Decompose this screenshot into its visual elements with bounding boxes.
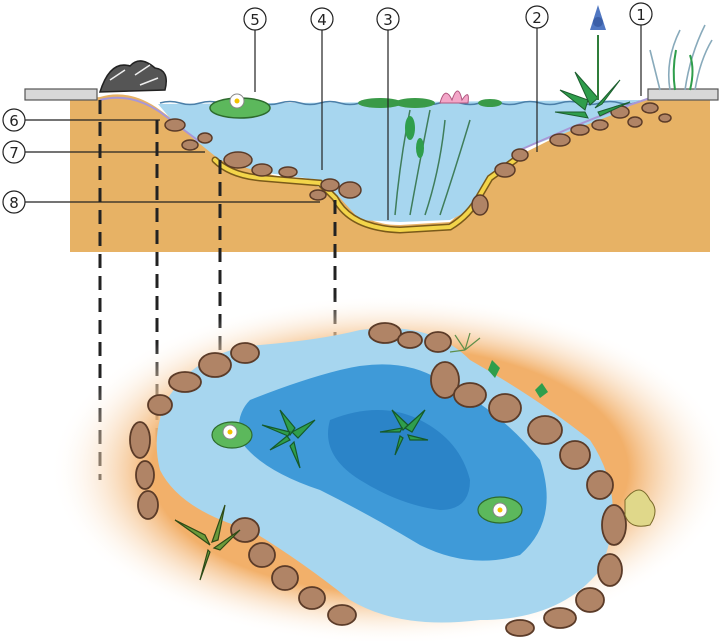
callout-2: 2 (525, 5, 549, 29)
plan-view (50, 295, 720, 641)
ornamental-grass (649, 24, 713, 91)
callout-5: 5 (243, 7, 267, 31)
plan-lily-left (211, 421, 253, 449)
bank-plant-top (449, 332, 481, 353)
svg-text:6: 6 (9, 112, 19, 130)
svg-text:1: 1 (636, 6, 646, 24)
submerged-leaf (416, 138, 424, 158)
bank-plant-small-green (535, 383, 548, 398)
floating-leaf (478, 99, 502, 107)
marginal-plant (554, 71, 631, 119)
pond-liner-fill (213, 158, 517, 233)
bank-plant-bottom-left (174, 504, 241, 581)
svg-text:2: 2 (532, 9, 542, 27)
cross-section: 1 2 3 4 5 6 7 8 (2, 2, 719, 252)
ornamental-grass-green (672, 49, 694, 91)
paving-slab-right (647, 88, 719, 101)
water-lily-5 (209, 93, 271, 119)
plan-water-deepest (328, 410, 470, 510)
bank-plant-right (624, 489, 656, 527)
paving-slab-left (24, 88, 98, 101)
svg-text:4: 4 (317, 11, 327, 29)
iris-flower (590, 5, 606, 100)
plan-lily-right (477, 496, 523, 524)
edge-fleece-left (99, 96, 201, 143)
plan-plant-middle (379, 409, 429, 456)
callout-3: 3 (376, 7, 400, 31)
slope-stones (164, 102, 672, 216)
callout-7: 7 (2, 140, 26, 164)
soil-body (70, 94, 710, 252)
floating-leaf (395, 98, 435, 108)
leader-lines (22, 25, 642, 220)
svg-text:7: 7 (9, 144, 19, 162)
submerged-leaf (405, 116, 415, 140)
callout-8: 8 (2, 190, 26, 214)
floating-leaf (358, 98, 402, 108)
svg-text:8: 8 (9, 194, 19, 212)
lotus-flower (439, 90, 469, 104)
callout-4: 4 (310, 7, 334, 31)
bank-shrub (98, 60, 167, 93)
plan-plant-left (261, 409, 316, 469)
callout-6: 6 (2, 108, 26, 132)
callout-1: 1 (629, 2, 653, 26)
edge-fleece-right (519, 97, 651, 151)
bank-plant-small-green (488, 360, 500, 378)
svg-text:3: 3 (383, 11, 393, 29)
svg-text:5: 5 (250, 11, 260, 29)
pond-water (158, 100, 640, 222)
border-stones (129, 322, 627, 637)
